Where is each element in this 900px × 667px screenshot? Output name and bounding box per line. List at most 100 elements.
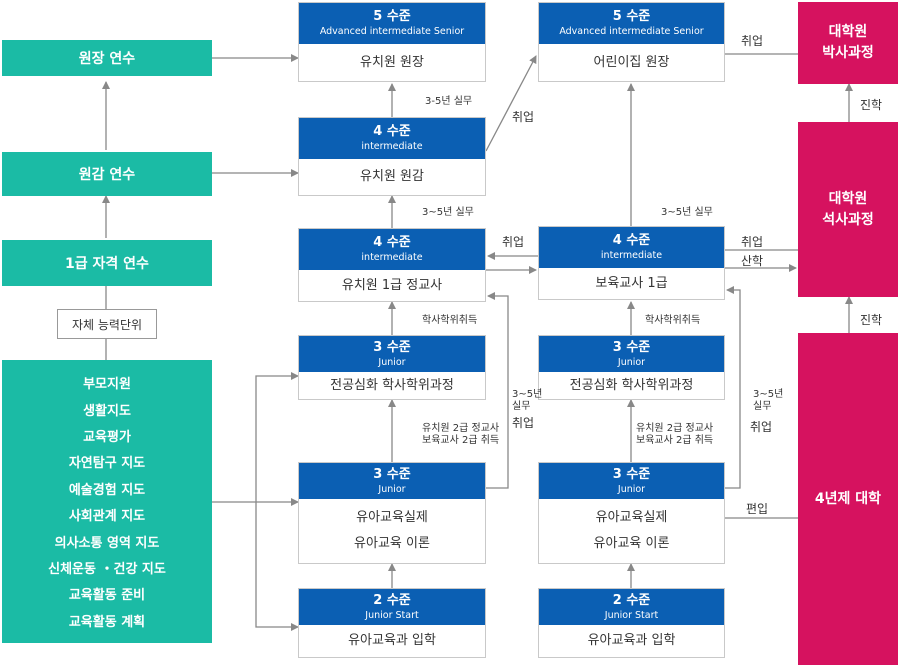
k-level4b-header: 4 수준 intermediate xyxy=(299,229,485,270)
d-level4-body: 보육교사 1급 xyxy=(595,275,668,291)
self-competency-unit-label: 자체 능력단위 xyxy=(71,317,143,332)
d-level3b-box: 3 수준 Junior 유아교육실제 유아교육 이론 xyxy=(538,462,725,564)
phd-box: 대학원 박사과정 xyxy=(798,2,898,84)
k-level2-body: 유아교육과 입학 xyxy=(348,633,436,648)
phd-line: 박사과정 xyxy=(822,45,874,61)
k-level3b-title: 3 수준 xyxy=(373,466,411,482)
d-bachelor-note: 학사학위취득 xyxy=(645,315,701,326)
first-grade-training-box: 1급 자격 연수 xyxy=(2,240,212,286)
k-level4a-body: 유치원 원감 xyxy=(360,169,424,184)
d-level4-sub: intermediate xyxy=(600,250,663,261)
d-side-note: 3~5년 실무 xyxy=(753,389,783,413)
k-level3a-title: 3 수준 xyxy=(373,339,411,355)
k-level2-sub: Junior Start xyxy=(365,609,419,621)
k-level4b-body: 유치원 1급 정교사 xyxy=(341,277,443,293)
competency-item: 교육평가 xyxy=(83,430,131,446)
arrow-list-to-l2 xyxy=(255,502,299,631)
k-side-line: 3~5년 xyxy=(512,389,543,400)
self-competency-unit-box: 자체 능력단위 xyxy=(57,309,157,339)
k-side-employ-label: 취업 xyxy=(512,416,535,430)
k-level3b-box: 3 수준 Junior 유아교육실제 유아교육 이론 xyxy=(298,462,486,564)
advance-top-label: 진학 xyxy=(860,98,883,112)
k-level3a-box: 3 수준 Junior 전공심화 학사학위과정 xyxy=(298,335,486,400)
masters-box: 대학원 석사과정 xyxy=(798,122,898,297)
first-grade-training-label: 1급 자격 연수 xyxy=(65,256,149,272)
masters-line: 대학원 xyxy=(828,190,868,207)
d-level2-sub: Junior Start xyxy=(604,609,659,621)
k-bachelor-note: 학사학위취득 xyxy=(422,315,478,326)
k-experience-note-1: 3-5년 실무 xyxy=(425,96,473,107)
d-experience-note: 3~5년 실무 xyxy=(661,207,713,218)
k-level4a-sub: intermediate xyxy=(361,141,423,152)
employ-mid-right-label: 취업 xyxy=(741,235,764,249)
k-level2-header: 2 수준 Junior Start xyxy=(299,589,485,625)
k-level5-header: 5 수준 Advanced intermediate Senior xyxy=(299,3,485,44)
principal-training-box: 원장 연수 xyxy=(2,40,212,76)
competency-item: 교육활동 준비 xyxy=(68,588,146,604)
d-side-line: 실무 xyxy=(753,401,772,412)
d-level2-box: 2 수준 Junior Start 유아교육과 입학 xyxy=(538,588,725,658)
d-level5-header: 5 수준 Advanced intermediate Senior xyxy=(539,3,724,44)
four-year-university-label: 4년제 대학 xyxy=(814,490,882,507)
arrow-k4a-to-d5 xyxy=(485,55,537,152)
k-level5-title: 5 수준 xyxy=(373,9,411,24)
d-level3b-header: 3 수준 Junior xyxy=(539,463,724,499)
competency-item: 의사소통 영역 지도 xyxy=(54,535,160,551)
vice-principal-training-label: 원감 연수 xyxy=(78,167,136,183)
competency-item: 교육활동 계획 xyxy=(68,614,146,630)
k-level3b-body-line: 유아교육실제 xyxy=(356,510,428,525)
d-side-line: 3~5년 xyxy=(753,389,784,400)
k-cert-line: 유치원 2급 정교사 xyxy=(422,423,500,434)
k-level5-box: 5 수준 Advanced intermediate Senior 유치원 원장 xyxy=(298,2,486,82)
competency-item: 부모지원 xyxy=(83,377,131,393)
d-level5-box: 5 수준 Advanced intermediate Senior 어린이집 원… xyxy=(538,2,725,82)
competency-item: 사회관계 지도 xyxy=(68,509,146,525)
k-level4b-title: 4 수준 xyxy=(373,235,411,250)
d-cert-line: 보육교사 2급 취득 xyxy=(636,435,714,446)
competency-item: 자연탐구 지도 xyxy=(68,456,146,472)
d-level2-header: 2 수준 Junior Start xyxy=(539,589,724,625)
vice-principal-training-box: 원감 연수 xyxy=(2,152,212,196)
arrow-d3b-to-d4 xyxy=(725,286,741,489)
employ-top-label: 취업 xyxy=(741,34,764,48)
competency-item: 생활지도 xyxy=(83,403,131,419)
d-level2-title: 2 수준 xyxy=(612,592,651,608)
k-level2-box: 2 수준 Junior Start 유아교육과 입학 xyxy=(298,588,486,658)
d-level4-header: 4 수준 intermediate xyxy=(539,227,724,268)
industry-academia-label: 산학 xyxy=(741,254,764,268)
k-level4a-box: 4 수준 intermediate 유치원 원감 xyxy=(298,117,486,196)
transfer-label: 편입 xyxy=(746,502,769,516)
d-level3a-title: 3 수준 xyxy=(612,339,651,355)
d-level3b-sub: Junior xyxy=(617,483,646,495)
employ-mid-left-label: 취업 xyxy=(502,235,525,249)
k-level4b-box: 4 수준 intermediate 유치원 1급 정교사 xyxy=(298,228,486,302)
d-level3b-title: 3 수준 xyxy=(612,466,651,482)
k-level3a-sub: Junior xyxy=(378,356,406,368)
principal-training-label: 원장 연수 xyxy=(78,51,136,67)
k-side-line: 실무 xyxy=(512,401,531,412)
d-level5-title: 5 수준 xyxy=(612,9,651,24)
advance-bottom-label: 진학 xyxy=(860,313,883,327)
d-level3a-sub: Junior xyxy=(617,356,646,368)
d-level5-sub: Advanced intermediate Senior xyxy=(559,26,704,37)
d-cert-line: 유치원 2급 정교사 xyxy=(636,423,714,434)
d-level2-body: 유아교육과 입학 xyxy=(587,633,676,648)
k-level3b-body-line: 유아교육 이론 xyxy=(354,536,430,551)
k-level3a-body: 전공심화 학사학위과정 xyxy=(330,377,454,393)
k-level3b-header: 3 수준 Junior xyxy=(299,463,485,499)
four-year-university-box: 4년제 대학 xyxy=(798,333,898,665)
k-level2-title: 2 수준 xyxy=(373,592,411,608)
k-cert-line: 보육교사 2급 취득 xyxy=(422,435,500,446)
d-level3a-header: 3 수준 Junior xyxy=(539,336,724,372)
k-level4a-header: 4 수준 intermediate xyxy=(299,118,485,159)
d-level4-box: 4 수준 intermediate 보육교사 1급 xyxy=(538,226,725,300)
d-level3a-body: 전공심화 학사학위과정 xyxy=(569,377,694,393)
phd-line: 대학원 xyxy=(828,24,868,40)
k-level4b-sub: intermediate xyxy=(361,252,423,263)
k-level3b-sub: Junior xyxy=(378,483,406,495)
k-level5-body: 유치원 원장 xyxy=(360,54,424,70)
d-level4-title: 4 수준 xyxy=(612,233,651,248)
d-level3a-box: 3 수준 Junior 전공심화 학사학위과정 xyxy=(538,335,725,400)
